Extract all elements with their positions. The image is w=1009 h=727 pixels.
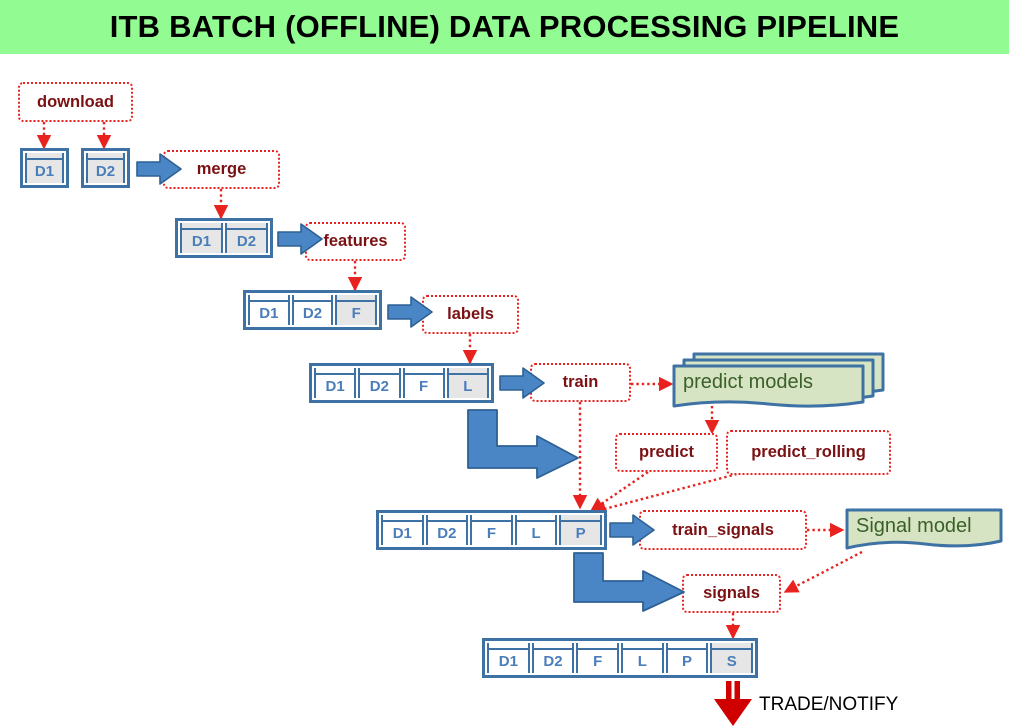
dataset-d2-raw[interactable]: D2 [81, 148, 130, 188]
flow-elbow-arrow-predict-icon [466, 408, 581, 480]
model-predict-models-label: predict models [683, 371, 814, 393]
process-download-label: download [37, 92, 114, 111]
process-train-signals-label: train_signals [672, 520, 774, 539]
table-cell: D1 [25, 153, 64, 183]
process-download[interactable]: download [18, 82, 133, 122]
flow-arrow-merge-icon [136, 152, 182, 186]
dataset-signaled[interactable]: D1 D2 F L P S [482, 638, 758, 678]
table-cell: L [446, 368, 489, 398]
process-predict-rolling[interactable]: predict_rolling [726, 430, 891, 475]
table-cell: D2 [225, 223, 268, 253]
dataset-d1-raw[interactable]: D1 [20, 148, 69, 188]
trade-notify-label: TRADE/NOTIFY [759, 694, 899, 715]
process-train-signals[interactable]: train_signals [639, 510, 807, 550]
table-cell: D1 [314, 368, 357, 398]
process-train-label: train [562, 373, 599, 391]
table-cell: D1 [248, 295, 290, 325]
flow-elbow-arrow-signals-icon [572, 551, 687, 613]
process-features[interactable]: features [305, 222, 406, 261]
model-signal-model-label: Signal model [856, 515, 972, 537]
model-signal-model[interactable]: Signal model [845, 508, 1003, 554]
table-cell: D1 [180, 223, 223, 253]
table-cell: D2 [531, 643, 575, 673]
flow-arrow-train-signals-icon [609, 513, 655, 547]
process-predict-label: predict [638, 443, 694, 461]
table-cell: D1 [487, 643, 530, 673]
table-cell: F [335, 295, 378, 325]
process-signals-label: signals [703, 584, 760, 602]
process-merge-label: merge [196, 160, 247, 178]
dataset-featured[interactable]: D1 D2 F [243, 290, 382, 330]
process-features-label: features [323, 232, 388, 250]
table-cell: D1 [381, 515, 424, 545]
dataset-labeled[interactable]: D1 D2 F L [309, 363, 494, 403]
process-merge[interactable]: merge [163, 150, 280, 189]
table-cell: S [710, 643, 754, 673]
table-cell: F [402, 368, 445, 398]
table-cell: F [576, 643, 620, 673]
process-predict[interactable]: predict [615, 433, 718, 472]
process-signals[interactable]: signals [682, 574, 781, 613]
table-cell: P [665, 643, 709, 673]
model-predict-models[interactable]: predict models [670, 352, 885, 410]
process-train[interactable]: train [530, 363, 631, 402]
table-cell: L [514, 515, 558, 545]
table-cell: P [559, 515, 602, 545]
dataset-merged[interactable]: D1 D2 [175, 218, 273, 258]
page-title: ITB BATCH (OFFLINE) DATA PROCESSING PIPE… [109, 9, 900, 44]
table-cell: F [470, 515, 513, 545]
table-cell: D2 [291, 295, 334, 325]
flow-arrow-labels-icon [387, 295, 433, 329]
table-cell: D2 [358, 368, 401, 398]
trade-notify-arrow-icon [712, 681, 754, 727]
process-predict-rolling-label: predict_rolling [751, 443, 866, 461]
process-labels-label: labels [447, 305, 494, 323]
process-labels[interactable]: labels [422, 295, 519, 334]
page-header: ITB BATCH (OFFLINE) DATA PROCESSING PIPE… [0, 0, 1009, 54]
table-cell: D2 [86, 153, 125, 183]
flow-arrow-features-icon [277, 222, 323, 256]
table-cell: L [621, 643, 664, 673]
flow-arrow-train-icon [499, 366, 545, 400]
dataset-predicted[interactable]: D1 D2 F L P [376, 510, 607, 550]
table-cell: D2 [425, 515, 469, 545]
